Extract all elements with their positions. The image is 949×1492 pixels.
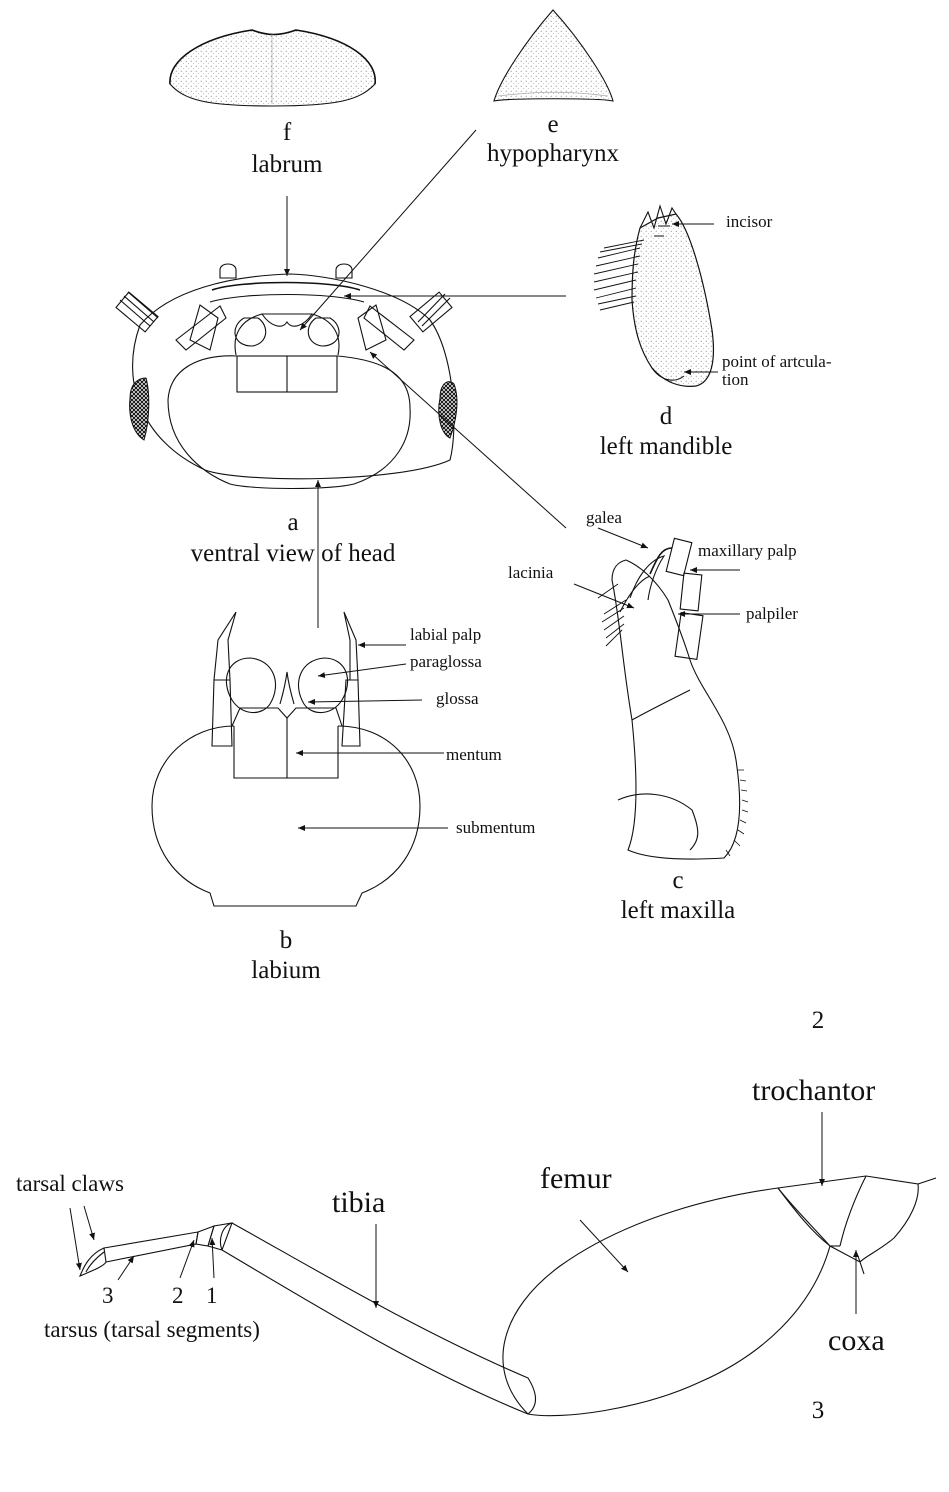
panel-b-letter: b [280, 928, 293, 953]
label-articulation-line1: point of artcula- [722, 353, 832, 370]
panel-c-letter: c [672, 868, 683, 893]
label-galea: galea [586, 509, 622, 526]
label-seg-2: 2 [172, 1284, 184, 1307]
label-tarsal-claws: tarsal claws [16, 1172, 124, 1195]
label-trochantor: trochantor [752, 1076, 875, 1106]
hypopharynx-drawing [494, 10, 613, 101]
label-palpiler: palpiler [746, 605, 798, 622]
figure-2-number: 2 [812, 1008, 825, 1033]
panel-e-name: hypopharynx [487, 141, 619, 166]
label-femur: femur [540, 1164, 612, 1194]
label-lacinia: lacinia [508, 564, 553, 581]
panel-c-name: left maxilla [621, 898, 736, 923]
label-tibia: tibia [332, 1188, 385, 1218]
head-ventral-drawing [116, 264, 457, 489]
labium-drawing [152, 612, 420, 906]
panel-a-letter: a [287, 510, 298, 535]
figure-3-number: 3 [812, 1398, 825, 1423]
label-glossa: glossa [436, 690, 479, 707]
label-articulation-line2: tion [722, 371, 748, 388]
labrum-drawing [170, 30, 375, 106]
label-mentum: mentum [446, 746, 502, 763]
panel-d-letter: d [660, 404, 673, 429]
label-seg-3: 3 [102, 1284, 114, 1307]
label-coxa: coxa [828, 1326, 885, 1356]
label-incisor: incisor [726, 213, 772, 230]
label-tarsus: tarsus (tarsal segments) [44, 1318, 260, 1341]
label-maxillary-palp: maxillary palp [698, 542, 797, 559]
panel-f-name: labrum [252, 152, 323, 177]
panel-d-name: left mandible [600, 434, 733, 459]
label-labial-palp: labial palp [410, 626, 481, 643]
panel-e-letter: e [547, 112, 558, 137]
panel-a-name: ventral view of head [191, 541, 396, 566]
panel-b-name: labium [251, 958, 320, 983]
label-paraglossa: paraglossa [410, 653, 482, 670]
label-submentum: submentum [456, 819, 535, 836]
label-seg-1: 1 [206, 1284, 218, 1307]
maxilla-drawing [598, 538, 748, 859]
fig3-pointers [70, 1112, 856, 1314]
panel-f-letter: f [283, 120, 291, 145]
mandible-drawing [594, 206, 713, 386]
